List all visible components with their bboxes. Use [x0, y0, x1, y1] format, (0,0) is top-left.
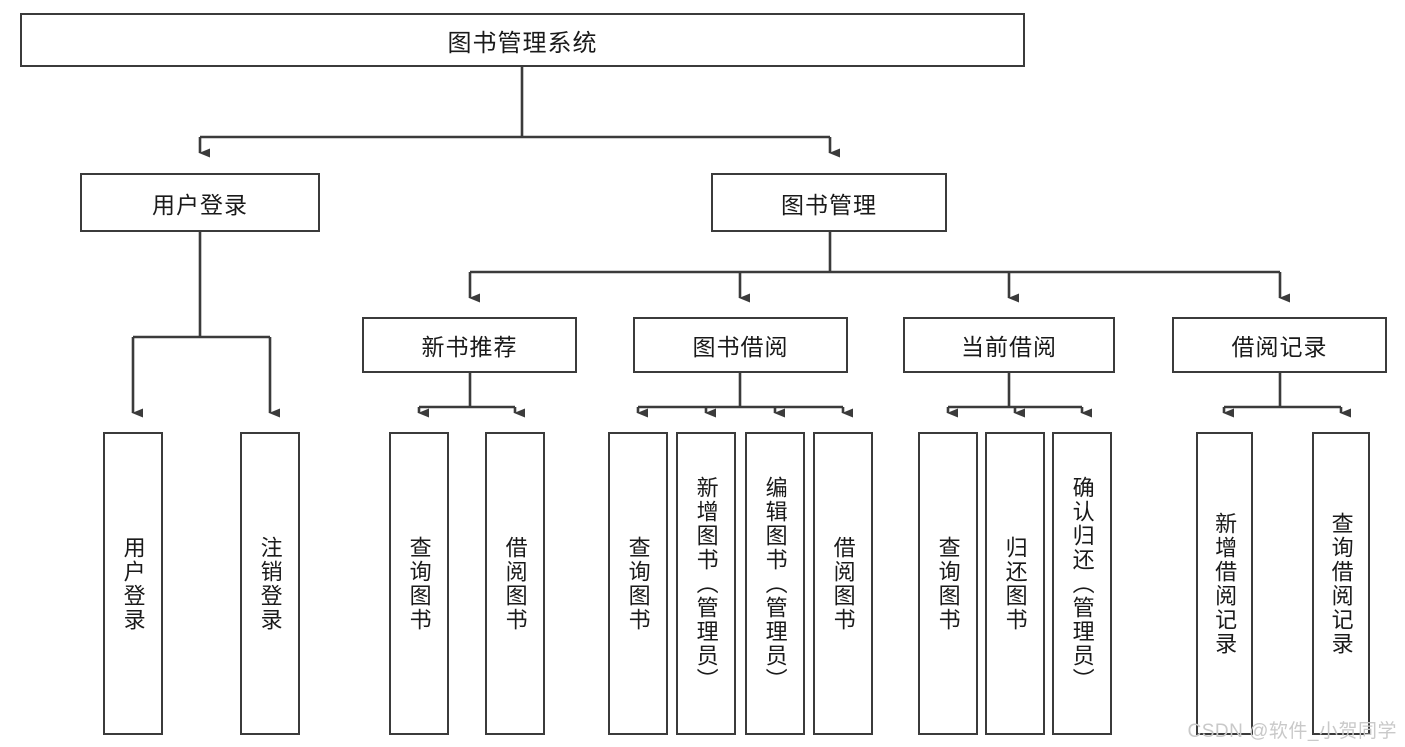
- node-user-login[interactable]: 用户登录: [80, 173, 320, 232]
- leaf-node[interactable]: 注销登录: [240, 432, 300, 735]
- node-new-book-recommend[interactable]: 新书推荐: [362, 317, 577, 373]
- leaf-label: 注销登录: [257, 535, 283, 632]
- leaf-node[interactable]: 新增图书（管理员）: [676, 432, 736, 735]
- leaf-node[interactable]: 查询借阅记录: [1312, 432, 1370, 735]
- node-borrow-record[interactable]: 借阅记录: [1172, 317, 1387, 373]
- leaf-node[interactable]: 编辑图书（管理员）: [745, 432, 805, 735]
- leaf-label: 新增借阅记录: [1212, 511, 1238, 656]
- node-book-borrow[interactable]: 图书借阅: [633, 317, 848, 373]
- leaf-node[interactable]: 查询图书: [608, 432, 668, 735]
- leaf-label: 编辑图书（管理员）: [762, 475, 788, 692]
- leaf-node[interactable]: 确认归还（管理员）: [1052, 432, 1112, 735]
- node-root-system[interactable]: 图书管理系统: [20, 13, 1025, 67]
- leaf-node[interactable]: 查询图书: [389, 432, 449, 735]
- leaf-label: 查询图书: [625, 535, 651, 632]
- leaf-label: 归还图书: [1002, 535, 1028, 632]
- leaf-node[interactable]: 归还图书: [985, 432, 1045, 735]
- leaf-node[interactable]: 新增借阅记录: [1196, 432, 1253, 735]
- leaf-node[interactable]: 用户登录: [103, 432, 163, 735]
- leaf-node[interactable]: 借阅图书: [485, 432, 545, 735]
- leaf-label: 用户登录: [120, 535, 146, 632]
- leaf-label: 确认归还（管理员）: [1069, 475, 1095, 692]
- csdn-watermark: CSDN @软件_小贺同学: [1187, 721, 1397, 742]
- leaf-label: 查询图书: [406, 535, 432, 632]
- leaf-node[interactable]: 查询图书: [918, 432, 978, 735]
- leaf-label: 借阅图书: [502, 535, 528, 632]
- leaf-label: 新增图书（管理员）: [693, 475, 719, 692]
- node-book-management[interactable]: 图书管理: [711, 173, 947, 232]
- node-current-borrow[interactable]: 当前借阅: [903, 317, 1115, 373]
- leaf-node[interactable]: 借阅图书: [813, 432, 873, 735]
- leaf-label: 借阅图书: [830, 535, 856, 632]
- leaf-label: 查询图书: [935, 535, 961, 632]
- leaf-label: 查询借阅记录: [1328, 511, 1354, 656]
